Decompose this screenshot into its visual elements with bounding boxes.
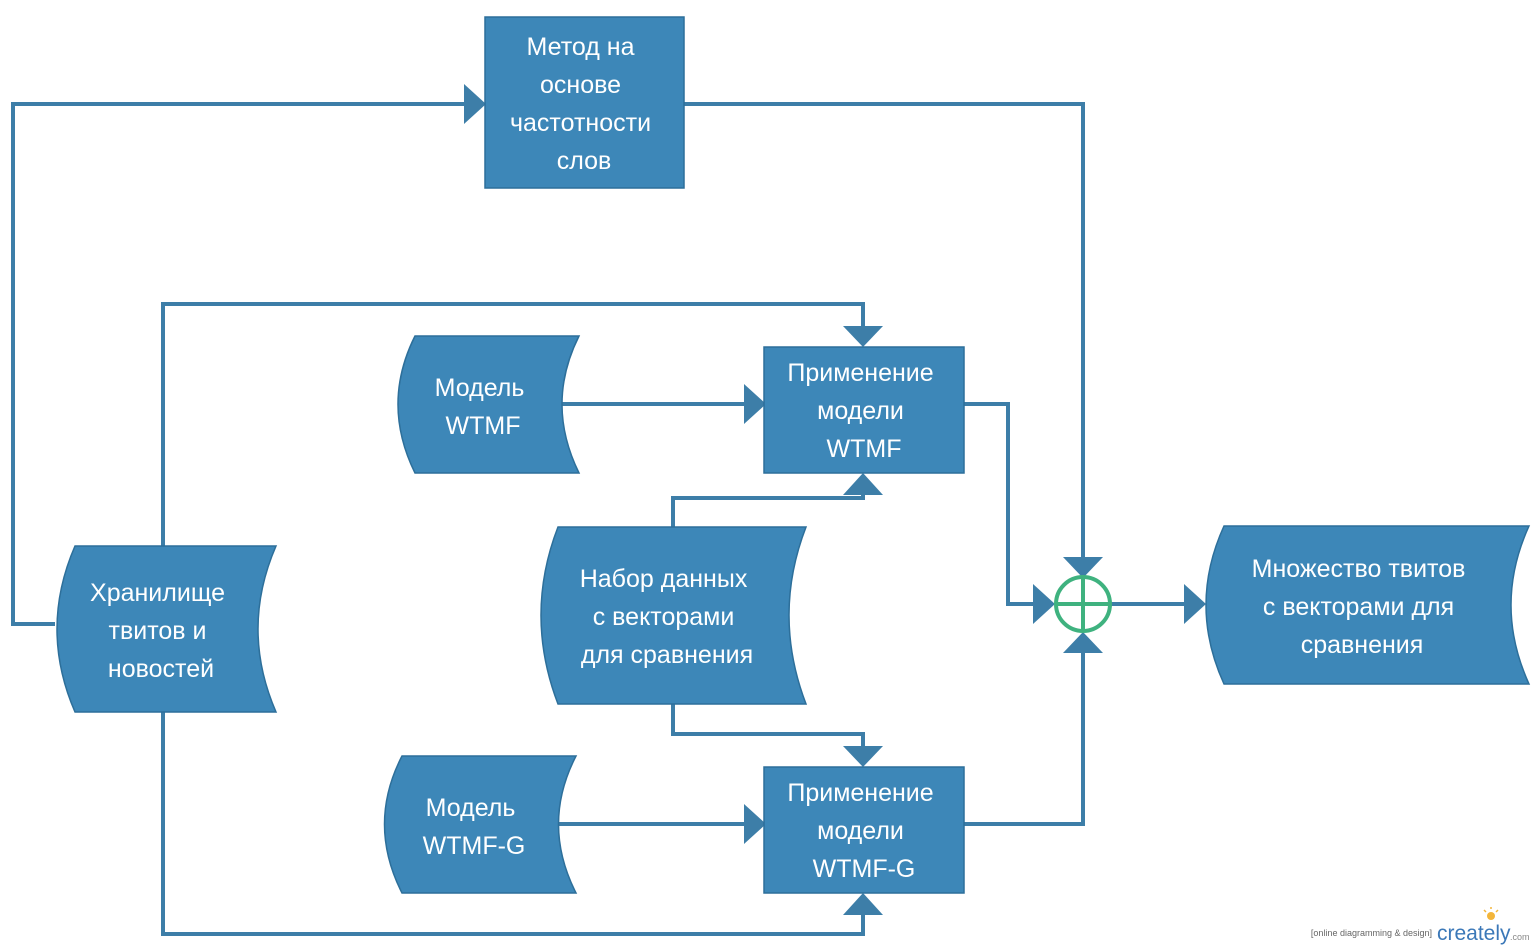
node-tweet-set-vectors[interactable]: Множество твитов с векторами для сравнен… [1205, 525, 1531, 685]
node-label-line: модели [817, 817, 904, 845]
node-label-line: Хранилище [90, 579, 225, 607]
node-label-line: модели [817, 397, 904, 425]
connectors [11, 102, 1186, 936]
arrowhead-right [464, 84, 486, 124]
arrowhead-right [744, 804, 766, 844]
connector-storage-to-frequency-method [11, 102, 466, 626]
svg-text:Множество твитов с векто: Множество твитов с векторами для сравнен… [1252, 555, 1473, 659]
node-label-line: Набор данных [580, 565, 748, 593]
sun-icon [1483, 907, 1499, 920]
connector-storage-to-apply-wtmf [161, 302, 865, 546]
arrowhead-right [1033, 584, 1055, 624]
node-word-frequency-method[interactable]: Метод на основе частотности слов [484, 16, 685, 189]
node-label-line: основе [540, 71, 621, 99]
arrowhead-down [843, 326, 883, 347]
node-label-line: сравнения [1301, 631, 1424, 659]
node-label-line: WTMF-G [813, 855, 916, 883]
node-tweet-news-storage[interactable]: Хранилище твитов и новостей [56, 545, 278, 713]
svg-text:Хранилище твитов и: Хранилище твитов и новостей [90, 579, 232, 683]
node-label-line: с векторами [593, 603, 735, 631]
svg-text:Метод на основе ча: Метод на основе частотности слов [510, 33, 658, 175]
arrowhead-up [843, 893, 883, 915]
connector-apply-wtmf-to-sum [964, 402, 1036, 606]
node-apply-wtmf-g[interactable]: Применение модели WTMF-G [763, 766, 965, 894]
node-label-line: Применение [787, 779, 933, 807]
sum-junction [1054, 575, 1112, 633]
svg-text:Применение модели: Применение модели WTMF [787, 359, 940, 463]
arrowhead-down [1063, 557, 1103, 578]
node-label-line: Модель [426, 794, 516, 822]
arrowheads [464, 84, 1206, 915]
connector-dataset-to-apply-wtmf [671, 493, 865, 527]
connector-dataset-to-apply-wtmf-g [671, 704, 865, 748]
node-label-line: Множество твитов [1252, 555, 1466, 583]
arrowhead-right [744, 384, 766, 424]
node-label-line: Модель [435, 374, 525, 402]
node-apply-wtmf[interactable]: Применение модели WTMF [763, 346, 965, 474]
svg-text:Набор данных с векторами: Набор данных с векторами для сравнения [580, 565, 755, 669]
svg-text:Модель WTMF-G: Модель WTMF-G [423, 794, 526, 860]
node-model-wtmf[interactable]: Модель WTMF [397, 335, 581, 474]
arrowhead-up [1063, 632, 1103, 653]
node-label-line: Метод на [527, 33, 635, 61]
svg-text:Модель WTMF: Модель WTMF [435, 374, 532, 440]
arrowhead-up [843, 473, 883, 495]
node-label-line: для сравнения [581, 641, 753, 669]
arrowhead-right [1184, 584, 1206, 624]
watermark-domain: .com [1510, 932, 1530, 942]
node-label-line: WTMF [827, 435, 902, 463]
connector-apply-wtmf-g-to-sum [964, 650, 1085, 826]
node-label-line: новостей [108, 655, 214, 683]
watermark-brand: creately [1437, 922, 1511, 945]
node-label-line: слов [557, 147, 612, 175]
node-dataset-vectors[interactable]: Набор данных с векторами для сравнения [540, 526, 808, 705]
svg-text:Применение модели: Применение модели WTMF-G [787, 779, 940, 883]
connector-storage-to-apply-wtmf-g [161, 712, 865, 936]
node-label-line: частотности [510, 109, 651, 137]
node-label-line: WTMF [446, 412, 521, 440]
creately-watermark: [online diagramming & design] creately .… [1311, 907, 1530, 945]
arrowhead-down [843, 746, 883, 767]
node-label-line: Применение [787, 359, 933, 387]
watermark-tagline: [online diagramming & design] [1311, 928, 1432, 938]
node-label-line: твитов и [109, 617, 207, 645]
node-label-line: с векторами для [1263, 593, 1454, 621]
node-label-line: WTMF-G [423, 832, 526, 860]
connector-frequency-method-to-sum [684, 102, 1085, 560]
node-model-wtmf-g[interactable]: Модель WTMF-G [383, 755, 578, 894]
